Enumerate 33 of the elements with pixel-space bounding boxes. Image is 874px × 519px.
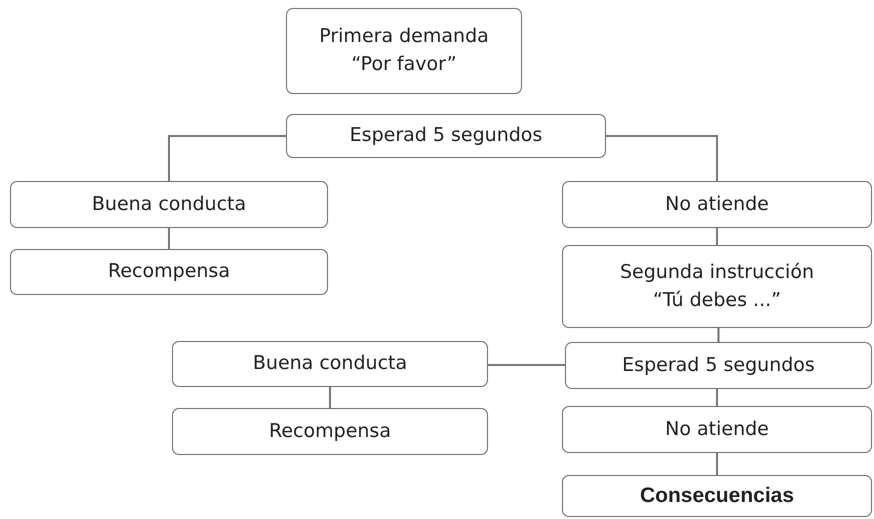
connector-line <box>168 228 170 249</box>
step-box <box>565 342 872 389</box>
connector-line <box>716 453 718 475</box>
connector-line <box>168 135 286 181</box>
connector-line <box>716 228 718 245</box>
connector-line <box>716 389 718 406</box>
step-box <box>10 181 328 228</box>
step-text: “Por favor” <box>351 52 457 77</box>
step-text: Recompensa <box>269 418 391 444</box>
step-text: Esperad 5 segundos <box>622 352 815 378</box>
step-box <box>286 8 522 94</box>
step-box <box>10 249 328 295</box>
step-text: Recompensa <box>108 259 230 284</box>
step-text: Buena conducta <box>92 192 246 217</box>
connector-line <box>488 364 565 366</box>
step-text: Esperad 5 segundos <box>350 123 542 148</box>
step-box <box>562 181 872 228</box>
step-box <box>562 406 872 453</box>
step-box <box>286 114 606 158</box>
step-box <box>172 341 488 387</box>
step-text: “Tú debes ...” <box>652 288 782 312</box>
step-text: Primera demanda <box>319 24 489 50</box>
connector-line <box>606 135 718 181</box>
step-box <box>172 408 488 455</box>
step-box <box>562 245 872 328</box>
connector-line <box>329 387 331 408</box>
step-text: Buena conducta <box>252 351 408 376</box>
step-text: No atiende <box>665 416 769 442</box>
step-text: No atiende <box>665 192 769 217</box>
step-text: Consecuencias <box>640 482 794 509</box>
connector-line <box>718 328 720 342</box>
step-text: Segunda instrucción <box>620 260 814 285</box>
outcome-box <box>562 475 872 517</box>
